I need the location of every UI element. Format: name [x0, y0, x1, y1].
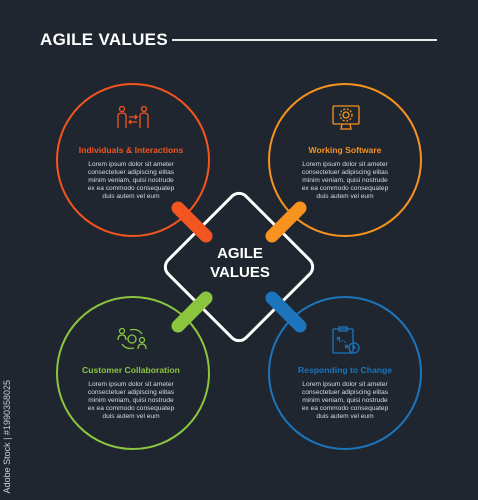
page-title: AGILE VALUES	[40, 30, 168, 49]
stock-watermark: Adobe Stock | #1990358025	[2, 380, 12, 494]
center-label: AGILE VALUES	[190, 244, 290, 282]
body-line: consectetuer adipiscing elitas	[301, 389, 389, 396]
clipboard-plan-icon	[332, 326, 360, 354]
circle-customer-collaboration	[56, 296, 210, 450]
body-line: consectetuer adipiscing elitas	[87, 389, 175, 396]
connector-green	[171, 291, 213, 333]
value-body: Lorem ipsum dolor sit ameter consectetue…	[280, 381, 410, 421]
people-exchange-icon	[117, 105, 149, 128]
value-body: Lorem ipsum dolor sit ameter consectetue…	[280, 161, 410, 201]
body-line: duis autem vel eum	[102, 193, 160, 200]
collaboration-money-icon	[117, 327, 147, 350]
value-heading: Individuals & Interactions	[78, 145, 184, 155]
circle-individuals	[56, 83, 210, 237]
value-heading: Responding to Change	[297, 365, 393, 375]
value-card-customer-collaboration: Customer Collaboration Lorem ipsum dolor…	[66, 365, 196, 421]
value-body: Lorem ipsum dolor sit ameter consectetue…	[66, 161, 196, 201]
body-line: minim veniam, quisi nostrude	[302, 397, 388, 404]
value-heading: Customer Collaboration	[82, 365, 180, 375]
center-label-line2: VALUES	[210, 264, 270, 281]
value-card-responding-to-change: Responding to Change Lorem ipsum dolor s…	[280, 365, 410, 421]
circle-working-software	[268, 83, 422, 237]
body-line: duis autem vel eum	[316, 193, 374, 200]
body-line: consectetuer adipiscing elitas	[301, 169, 389, 176]
body-line: ex ea commodo consequatep	[87, 185, 175, 192]
center-label-line1: AGILE	[217, 245, 263, 262]
title-divider	[172, 39, 437, 41]
body-line: Lorem ipsum dolor sit ameter	[302, 161, 388, 168]
value-body: Lorem ipsum dolor sit ameter consectetue…	[66, 381, 196, 421]
circle-responding-to-change	[268, 296, 422, 450]
body-line: duis autem vel eum	[102, 413, 160, 420]
body-line: minim veniam, quisi nostrude	[302, 177, 388, 184]
connector-orange	[265, 201, 307, 243]
connector-orange-red	[171, 201, 213, 243]
body-line: Lorem ipsum dolor sit ameter	[88, 381, 174, 388]
body-line: minim veniam, quisi nostrude	[88, 397, 174, 404]
body-line: duis autem vel eum	[316, 413, 374, 420]
body-line: ex ea commodo consequatep	[301, 405, 389, 412]
value-card-individuals: Individuals & Interactions Lorem ipsum d…	[66, 145, 196, 201]
body-line: ex ea commodo consequatep	[87, 405, 175, 412]
body-line: ex ea commodo consequatep	[301, 185, 389, 192]
value-card-working-software: Working Software Lorem ipsum dolor sit a…	[280, 145, 410, 201]
connector-blue	[265, 291, 307, 333]
body-line: Lorem ipsum dolor sit ameter	[302, 381, 388, 388]
value-heading: Working Software	[308, 145, 382, 155]
body-line: minim veniam, quisi nostrude	[88, 177, 174, 184]
monitor-gear-icon	[332, 105, 360, 130]
body-line: Lorem ipsum dolor sit ameter	[88, 161, 174, 168]
body-line: consectetuer adipiscing elitas	[87, 169, 175, 176]
